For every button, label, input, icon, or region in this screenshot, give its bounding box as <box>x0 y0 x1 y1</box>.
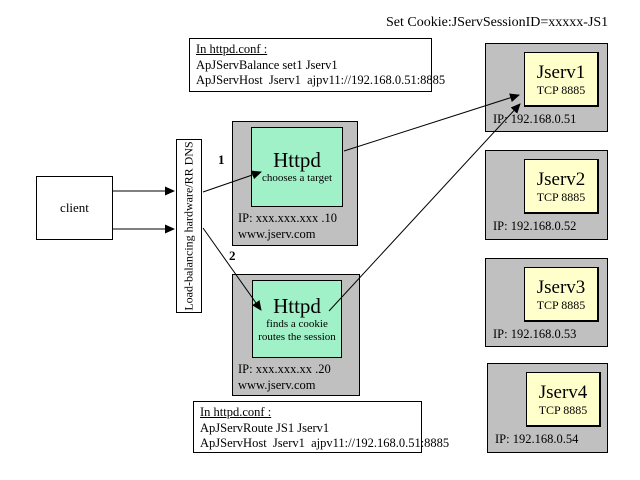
jserv1-ip: IP: 192.168.0.51 <box>493 112 577 126</box>
httpd-conf-route-box: In httpd.conf : ApJServRoute JS1 Jserv1 … <box>193 401 450 453</box>
httpd2-ip: IP: xxx.xxx.xx .20 <box>238 362 331 376</box>
step-1-label: 1 <box>218 152 225 167</box>
httpd1-subtitle: chooses a target <box>261 172 333 184</box>
httpd2-host: www.jserv.com <box>238 378 316 392</box>
set-cookie-caption: Set Cookie:JServSessionID=xxxxx-JS1 <box>386 15 609 30</box>
jserv4-ip: IP: 192.168.0.54 <box>495 432 579 446</box>
jserv2-inner-box: Jserv2 TCP 8885 <box>524 159 599 214</box>
conf-balance-line: ApJServBalance set1 Jserv1 <box>196 57 338 72</box>
jserv1-port: TCP 8885 <box>536 82 586 97</box>
conf-heading: In httpd.conf : <box>196 42 268 56</box>
conf-heading: In httpd.conf : <box>200 405 272 419</box>
httpd1-box: Httpd chooses a target IP: xxx.xxx.xxx .… <box>232 121 358 246</box>
load-balancer-label: Load-balancing hardware/RR DNS <box>181 141 196 311</box>
httpd2-box: Httpd finds a cookie routes the session … <box>232 274 360 396</box>
client-label: client <box>60 200 89 215</box>
jserv4-name: Jserv4 <box>538 381 588 403</box>
jserv4-port: TCP 8885 <box>538 402 588 417</box>
client-box: client <box>36 176 113 240</box>
jserv3-name: Jserv3 <box>536 276 586 298</box>
jserv2-name: Jserv2 <box>536 168 586 190</box>
httpd1-inner-box: Httpd chooses a target <box>251 127 343 207</box>
httpd-conf-balance-box: In httpd.conf : ApJServBalance set1 Jser… <box>189 38 446 92</box>
jserv3-inner-box: Jserv3 TCP 8885 <box>524 267 599 322</box>
jserv2-ip: IP: 192.168.0.52 <box>493 219 577 233</box>
jserv3-port: TCP 8885 <box>536 297 586 312</box>
httpd2-subtitle-1: finds a cookie <box>266 317 328 330</box>
httpd2-name: Httpd <box>273 293 321 318</box>
httpd2-inner-box: Httpd finds a cookie routes the session <box>252 280 342 358</box>
jserv2-port: TCP 8885 <box>536 189 586 204</box>
jserv1-box: Jserv1 TCP 8885 IP: 192.168.0.51 <box>485 43 608 132</box>
httpd1-ip: IP: xxx.xxx.xxx .10 <box>238 211 337 225</box>
conf-route-line: ApJServRoute JS1 Jserv1 <box>200 420 330 435</box>
jserv3-ip: IP: 192.168.0.53 <box>493 327 577 341</box>
httpd1-name: Httpd <box>273 148 321 172</box>
conf-host-line: ApJServHost Jserv1 ajpv11://192.168.0.51… <box>196 73 446 87</box>
conf-host-line: ApJServHost Jserv1 ajpv11://192.168.0.51… <box>200 436 450 450</box>
jserv1-inner-box: Jserv1 TCP 8885 <box>524 52 599 107</box>
jserv2-box: Jserv2 TCP 8885 IP: 192.168.0.52 <box>485 150 608 240</box>
jserv3-box: Jserv3 TCP 8885 IP: 192.168.0.53 <box>485 258 608 347</box>
httpd2-subtitle-2: routes the session <box>258 330 336 343</box>
load-balancer-box: Load-balancing hardware/RR DNS <box>176 139 202 313</box>
jserv4-inner-box: Jserv4 TCP 8885 <box>526 372 601 427</box>
httpd1-host: www.jserv.com <box>238 227 316 241</box>
jserv1-name: Jserv1 <box>536 61 586 83</box>
step-2-label: 2 <box>229 248 236 263</box>
jserv4-box: Jserv4 TCP 8885 IP: 192.168.0.54 <box>487 363 608 453</box>
